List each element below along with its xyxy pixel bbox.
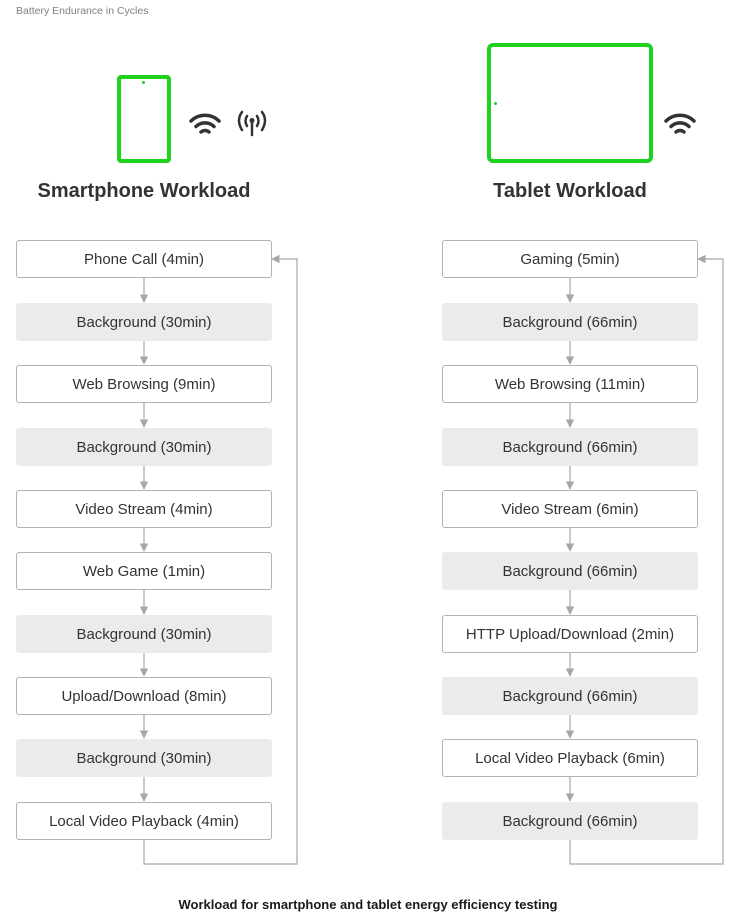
smartphone-workload-title: Smartphone Workload bbox=[37, 180, 251, 202]
tablet-step-5: Video Stream (6min) bbox=[442, 490, 698, 528]
smartphone-step-3: Web Browsing (9min) bbox=[16, 365, 272, 403]
tablet-step-2: Background (66min) bbox=[442, 303, 698, 341]
smartphone-step-4: Background (30min) bbox=[16, 428, 272, 466]
tablet-step-4: Background (66min) bbox=[442, 428, 698, 466]
tablet-loop-connector bbox=[569, 254, 724, 865]
cellular-antenna-icon bbox=[237, 110, 267, 137]
smartphone-step-10: Local Video Playback (4min) bbox=[16, 802, 272, 840]
tablet-step-7: HTTP Upload/Download (2min) bbox=[442, 615, 698, 653]
tablet-step-8: Background (66min) bbox=[442, 677, 698, 715]
wifi-icon bbox=[189, 113, 221, 134]
tablet-workload-title: Tablet Workload bbox=[493, 180, 647, 202]
smartphone-loop-connector bbox=[143, 254, 298, 865]
smartphone-step-5: Video Stream (4min) bbox=[16, 490, 272, 528]
smartphone-step-7: Background (30min) bbox=[16, 615, 272, 653]
tablet-step-9: Local Video Playback (6min) bbox=[442, 739, 698, 777]
smartphone-step-1: Phone Call (4min) bbox=[16, 240, 272, 278]
figure-caption: Workload for smartphone and tablet energ… bbox=[178, 897, 558, 912]
camera-dot bbox=[494, 102, 497, 105]
smartphone-step-8: Upload/Download (8min) bbox=[16, 677, 272, 715]
smartphone-step-9: Background (30min) bbox=[16, 739, 272, 777]
tablet-step-6: Background (66min) bbox=[442, 552, 698, 590]
tablet-step-3: Web Browsing (11min) bbox=[442, 365, 698, 403]
tablet-step-1: Gaming (5min) bbox=[442, 240, 698, 278]
camera-dot bbox=[142, 81, 145, 84]
tablet-step-10: Background (66min) bbox=[442, 802, 698, 840]
wifi-icon bbox=[664, 113, 696, 134]
smartphone-step-2: Background (30min) bbox=[16, 303, 272, 341]
smartphone-step-6: Web Game (1min) bbox=[16, 552, 272, 590]
tablet-icon bbox=[487, 43, 653, 163]
page-caption: Battery Endurance in Cycles bbox=[16, 5, 149, 17]
smartphone-icon bbox=[117, 75, 171, 163]
